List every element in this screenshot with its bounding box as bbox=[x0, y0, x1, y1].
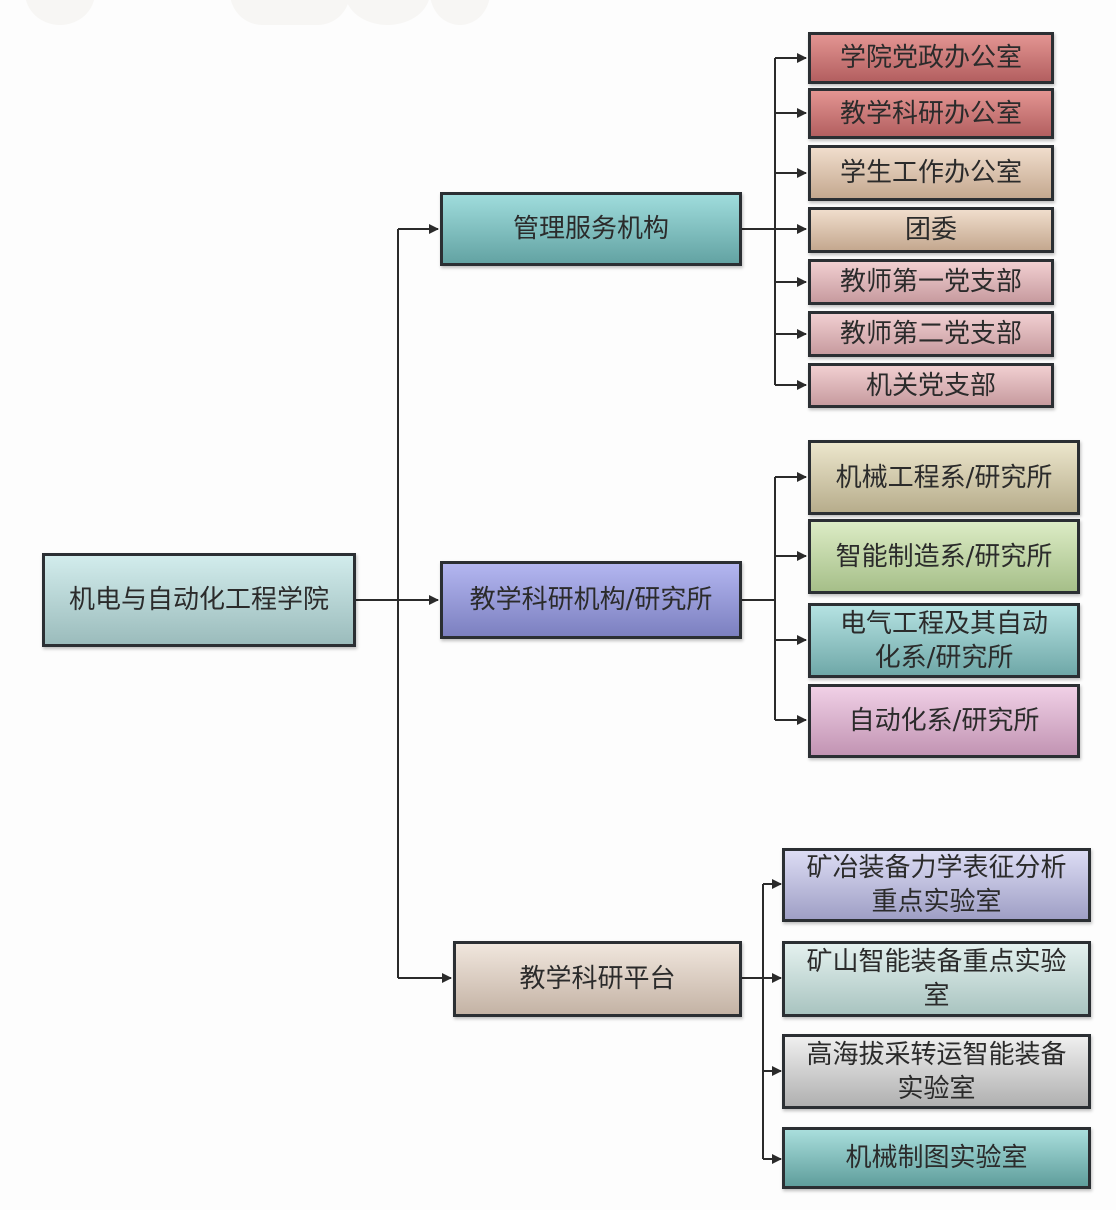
branch-node-label: 教学科研平台 bbox=[519, 964, 676, 994]
leaf-node[interactable]: 团委 bbox=[808, 207, 1054, 253]
leaf-node[interactable]: 机械制图实验室 bbox=[782, 1127, 1091, 1189]
background-shape bbox=[230, 0, 350, 25]
leaf-node[interactable]: 智能制造系/研究所 bbox=[808, 519, 1080, 594]
leaf-node-label: 智能制造系/研究所 bbox=[835, 541, 1053, 572]
leaf-node[interactable]: 高海拔采转运智能装备实验室 bbox=[782, 1034, 1091, 1109]
leaf-node[interactable]: 教学科研办公室 bbox=[808, 88, 1054, 139]
leaf-node-label: 电气工程及其自动化系/研究所 bbox=[839, 608, 1048, 673]
leaf-node[interactable]: 机械工程系/研究所 bbox=[808, 440, 1080, 515]
leaf-node-label: 机械制图实验室 bbox=[845, 1143, 1028, 1173]
branch-node-management[interactable]: 管理服务机构 bbox=[440, 192, 742, 266]
leaf-node[interactable]: 学生工作办公室 bbox=[808, 145, 1054, 201]
branch-node-label: 管理服务机构 bbox=[512, 214, 669, 244]
leaf-node-label: 机械工程系/研究所 bbox=[835, 462, 1053, 493]
leaf-node[interactable]: 学院党政办公室 bbox=[808, 32, 1054, 84]
leaf-node[interactable]: 自动化系/研究所 bbox=[808, 684, 1080, 758]
leaf-node-label: 学院党政办公室 bbox=[839, 43, 1022, 73]
leaf-node-label: 教学科研办公室 bbox=[839, 98, 1022, 129]
leaf-node-label: 矿冶装备力学表征分析重点实验室 bbox=[806, 853, 1067, 917]
leaf-node[interactable]: 矿冶装备力学表征分析重点实验室 bbox=[782, 848, 1091, 922]
leaf-node[interactable]: 教师第二党支部 bbox=[808, 311, 1054, 357]
branch-node-platform[interactable]: 教学科研平台 bbox=[453, 941, 742, 1017]
branch-node-label: 教学科研机构/研究所 bbox=[469, 585, 713, 615]
leaf-node[interactable]: 教师第一党支部 bbox=[808, 259, 1054, 305]
root-node-label: 机电与自动化工程学院 bbox=[68, 585, 329, 615]
leaf-node-label: 学生工作办公室 bbox=[839, 158, 1022, 188]
leaf-node[interactable]: 电气工程及其自动化系/研究所 bbox=[808, 603, 1080, 678]
leaf-node[interactable]: 机关党支部 bbox=[808, 363, 1054, 408]
leaf-node-label: 高海拔采转运智能装备实验室 bbox=[806, 1039, 1067, 1104]
leaf-node-label: 教师第二党支部 bbox=[839, 319, 1022, 349]
root-node[interactable]: 机电与自动化工程学院 bbox=[42, 553, 356, 647]
leaf-node-label: 矿山智能装备重点实验室 bbox=[806, 947, 1067, 1011]
leaf-node-label: 机关党支部 bbox=[865, 370, 996, 401]
leaf-node-label: 教师第一党支部 bbox=[839, 267, 1022, 297]
leaf-node-label: 自动化系/研究所 bbox=[848, 706, 1040, 736]
leaf-node-label: 团委 bbox=[904, 215, 957, 245]
branch-node-teaching-research[interactable]: 教学科研机构/研究所 bbox=[440, 561, 742, 639]
leaf-node[interactable]: 矿山智能装备重点实验室 bbox=[782, 941, 1091, 1017]
